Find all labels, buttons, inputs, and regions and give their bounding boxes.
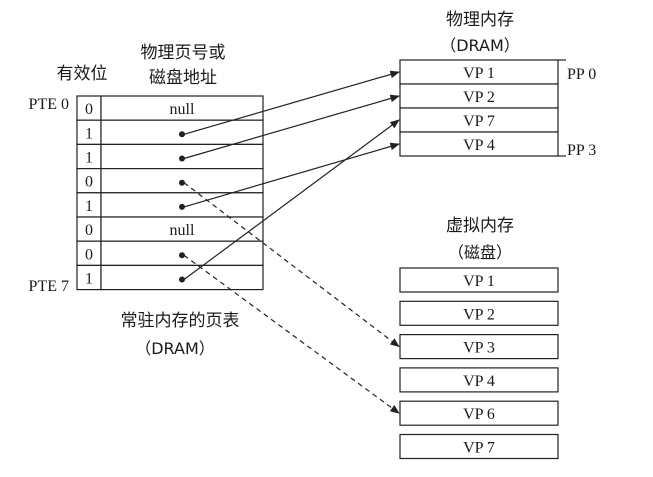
pp-first-label: PP 0 (567, 66, 596, 83)
mapping-arrow (179, 142, 400, 210)
virtual-memory-subtitle: （磁盘） (448, 243, 512, 262)
valid-bit-value: 0 (85, 174, 93, 191)
mapping-arrow (179, 70, 400, 138)
page-table-entry: 1 (76, 119, 264, 145)
pointer-line (183, 142, 400, 208)
valid-bit-value: 0 (85, 222, 93, 239)
virtual-page: VP 6 (399, 400, 559, 426)
address-cell (100, 216, 264, 242)
physical-page-label: VP 1 (463, 65, 495, 82)
page-table-entry: 0 (76, 168, 264, 194)
valid-bit-value: 1 (85, 271, 93, 288)
virtual-page-cell (399, 400, 559, 426)
physical-page-cell (399, 83, 559, 109)
page-table-caption-line1: 常驻内存的页表 (121, 311, 240, 331)
pointer-line (183, 70, 400, 135)
physical-page-label: VP 4 (463, 137, 495, 154)
address-value: null (170, 101, 195, 118)
address-header-line1: 物理页号或 (141, 43, 226, 63)
pointer-line (183, 119, 400, 280)
physical-page: VP 4 (399, 131, 559, 157)
physical-page-cell (399, 59, 559, 85)
page-table-entry: 0 (76, 240, 264, 266)
virtual-page: VP 4 (399, 367, 559, 393)
mapping-arrow (179, 179, 400, 348)
pp-last-label: PP 3 (567, 142, 596, 159)
virtual-page-cell (399, 433, 559, 460)
address-header-line2: 磁盘地址 (149, 68, 217, 88)
mapping-arrow (179, 252, 400, 414)
pte-first-label: PTE 0 (29, 96, 69, 113)
valid-bit-value: 1 (85, 150, 93, 167)
virtual-page: VP 7 (399, 433, 559, 460)
physical-page-label: VP 7 (463, 113, 495, 130)
page-table: 0 null 1 1 0 1 0 null 0 1 (76, 95, 264, 291)
pointer-line (183, 94, 400, 160)
valid-bit-value: 1 (85, 125, 93, 142)
pointer-dot (179, 276, 185, 283)
physical-memory: VP 1 VP 2 VP 7 VP 4 (399, 59, 566, 157)
page-table-entry: 1 (76, 264, 264, 291)
physical-page-cell (399, 131, 559, 157)
address-cell (100, 95, 264, 121)
page-table-entry: 0 null (76, 216, 264, 242)
virtual-page-label: VP 3 (463, 340, 495, 357)
virtual-page: VP 2 (399, 300, 559, 326)
address-cell (100, 168, 264, 194)
virtual-page-cell (399, 367, 559, 393)
pte-last-label: PTE 7 (29, 278, 69, 295)
virtual-page-cell (399, 267, 559, 293)
physical-page: VP 7 (399, 107, 559, 133)
virtual-memory-title: 虚拟内存 (446, 216, 514, 236)
virtual-page-label: VP 2 (463, 306, 495, 323)
page-table-entry: 0 null (76, 95, 264, 121)
page-table-entry: 1 (76, 143, 264, 170)
virtual-page-label: VP 4 (463, 373, 495, 390)
valid-bit-value: 0 (85, 246, 93, 263)
physical-page-label: VP 2 (463, 89, 495, 106)
virtual-page-cell (399, 300, 559, 326)
virtual-page-label: VP 1 (463, 273, 495, 290)
pointer-dot (179, 203, 185, 210)
virtual-page: VP 3 (399, 334, 559, 360)
mapping-arrow (179, 119, 400, 283)
physical-page-cell (399, 107, 559, 133)
address-value: null (170, 222, 195, 239)
page-table-caption-line2: （DRAM） (135, 339, 215, 358)
mapping-arrow (179, 94, 400, 162)
virtual-page-cell (399, 334, 559, 360)
physical-memory-title: 物理内存 (446, 10, 514, 30)
page-table-entry: 1 (76, 192, 264, 218)
virtual-page-label: VP 7 (463, 440, 495, 457)
valid-bit-value: 1 (85, 198, 93, 215)
physical-page: VP 2 (399, 83, 559, 109)
virtual-page-label: VP 6 (463, 406, 495, 423)
pointer-dot (179, 131, 185, 138)
pointer-line (183, 182, 400, 348)
virtual-memory: VP 1 VP 2 VP 3 VP 4 VP 6 VP 7 (399, 267, 559, 460)
physical-page: VP 1 (399, 59, 559, 85)
pointer-dot (179, 179, 185, 186)
mapping-arrows (179, 70, 400, 414)
address-cell (100, 240, 264, 266)
valid-bit-value: 0 (85, 101, 93, 118)
pointer-line (183, 254, 400, 414)
physical-memory-subtitle: （DRAM） (440, 36, 520, 55)
valid-bit-header: 有效位 (57, 64, 108, 84)
pointer-dot (179, 155, 185, 162)
virtual-page: VP 1 (399, 267, 559, 293)
pointer-dot (179, 252, 185, 259)
